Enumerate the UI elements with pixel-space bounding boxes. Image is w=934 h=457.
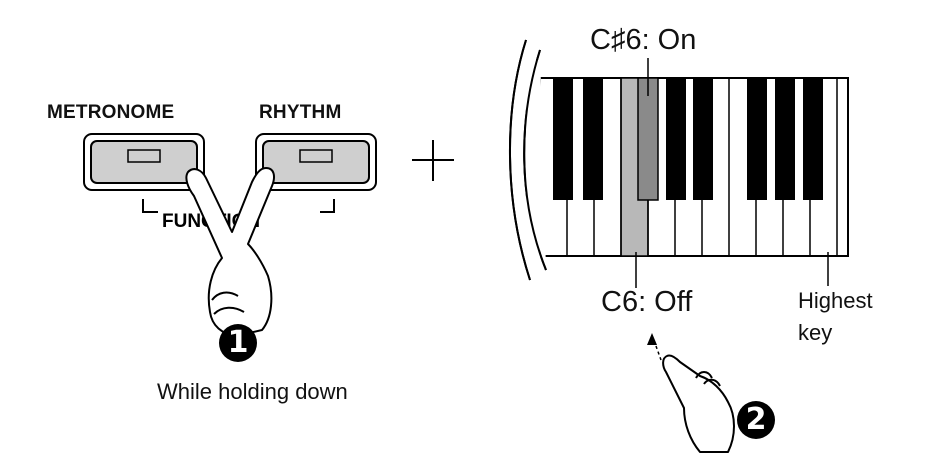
- metronome-button: [83, 133, 205, 191]
- hand-two-fingers-icon: [185, 167, 275, 337]
- c-sharp-6-key: [637, 77, 659, 201]
- function-bracket: [142, 199, 335, 213]
- step2-badge: 2: [737, 401, 775, 439]
- step1-caption: While holding down: [157, 379, 348, 404]
- arrow-up-icon: [647, 333, 662, 361]
- rhythm-button-label: RHYTHM: [259, 102, 342, 123]
- metronome-button-label: METRONOME: [47, 102, 175, 123]
- highest-key-label-line1: Highest: [798, 288, 873, 313]
- plus-icon: [412, 140, 454, 181]
- piano-keyboard: [509, 39, 849, 281]
- sharp-key-label: C♯6: On: [590, 24, 697, 56]
- hand-pointing-icon: [662, 354, 735, 453]
- natural-key-label: C6: Off: [601, 286, 693, 318]
- step1-badge: 1: [219, 324, 257, 362]
- highest-key-label-line2: key: [798, 320, 833, 345]
- rhythm-button: [255, 133, 377, 191]
